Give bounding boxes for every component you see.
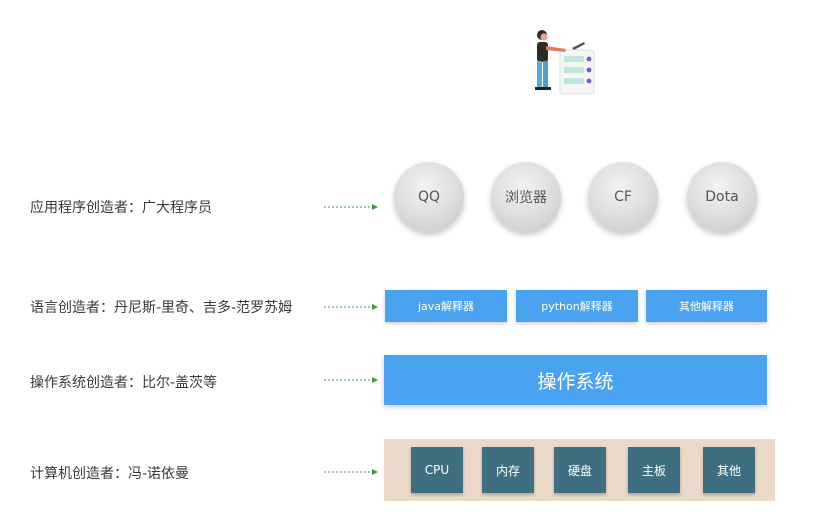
hardware-memory: 内存 <box>482 447 534 493</box>
arrow-applications <box>324 204 378 210</box>
arrow-computer <box>324 469 378 475</box>
app-dota: Dota <box>687 162 757 232</box>
developer-illustration <box>528 26 600 98</box>
hardware-cpu: CPU <box>411 447 463 493</box>
developer-icon <box>535 30 595 95</box>
row-label-computer: 计算机创造者：冯-诺依曼 <box>30 466 190 482</box>
app-cf: CF <box>588 162 658 232</box>
other-interpreter-box: 其他解释器 <box>646 290 767 322</box>
operating-system-box: 操作系统 <box>384 355 767 405</box>
java-interpreter-box: java解释器 <box>385 290 507 322</box>
arrow-operating-system <box>324 377 378 383</box>
row-label-operating-system: 操作系统创造者：比尔-盖茨等 <box>30 375 218 391</box>
row-label-applications: 应用程序创造者：广大程序员 <box>30 200 212 216</box>
row-label-languages: 语言创造者：丹尼斯-里奇、吉多-范罗苏姆 <box>30 300 293 316</box>
hardware-other: 其他 <box>703 447 755 493</box>
hardware-motherboard: 主板 <box>628 447 680 493</box>
app-qq: QQ <box>394 162 464 232</box>
hardware-disk: 硬盘 <box>554 447 606 493</box>
arrow-languages <box>324 304 378 310</box>
app-browser: 浏览器 <box>491 162 561 232</box>
python-interpreter-box: python解释器 <box>516 290 638 322</box>
